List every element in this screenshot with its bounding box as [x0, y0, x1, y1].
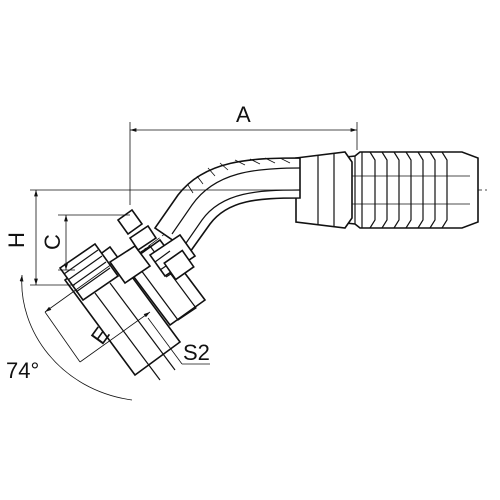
dimension-e — [44, 263, 151, 363]
s2-leader — [147, 317, 210, 365]
label-s2: S2 — [183, 340, 210, 365]
dimension-c — [58, 214, 130, 271]
crimp-sleeve — [295, 151, 353, 229]
angle-arc — [19, 274, 133, 401]
label-c: C — [40, 234, 65, 250]
dimension-h — [30, 189, 300, 286]
dimension-a — [129, 122, 358, 205]
label-angle: 74° — [6, 358, 39, 383]
label-a: A — [236, 102, 251, 127]
swivel-nut — [58, 208, 182, 381]
label-h: H — [4, 232, 29, 248]
